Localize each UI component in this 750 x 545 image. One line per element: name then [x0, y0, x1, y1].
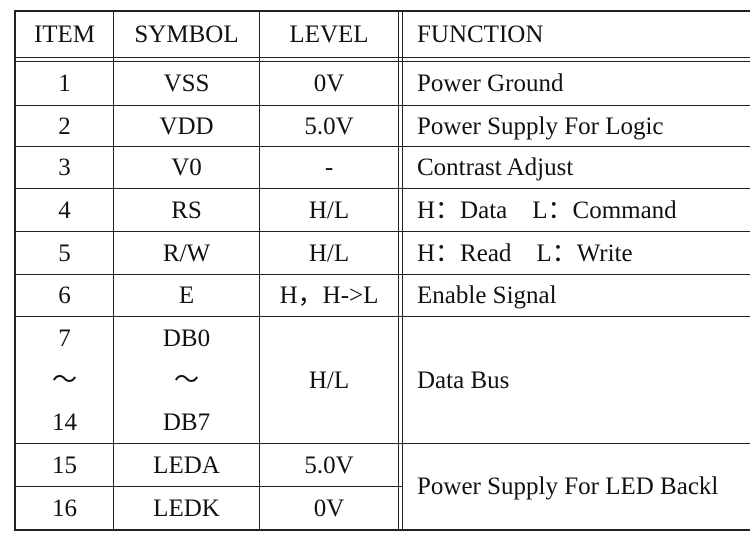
cell-item: 6	[58, 282, 71, 309]
column-divider	[398, 10, 399, 531]
cell-function: Power Supply For LED Backl	[417, 473, 719, 500]
cell-item-end: 14	[52, 408, 77, 436]
cell-item-range: ～	[51, 366, 77, 394]
table-left-border	[14, 10, 16, 531]
row-divider	[14, 274, 750, 275]
cell-item: 4	[58, 196, 71, 224]
pin-table: ITEM SYMBOL LEVEL FUNCTION 1 VSS 0V Powe…	[12, 8, 750, 534]
cell-item-start: 7	[58, 324, 71, 352]
row-divider	[14, 146, 750, 147]
cell-item: 2	[58, 112, 71, 140]
cell-level: H/L	[308, 366, 350, 394]
cell-symbol: RS	[171, 196, 202, 224]
cell-symbol: E	[178, 282, 195, 309]
row-divider	[14, 105, 750, 106]
cell-item: 1	[58, 70, 71, 97]
row-divider	[14, 231, 750, 232]
header-function: FUNCTION	[417, 21, 544, 48]
cell-function: Data Bus	[417, 366, 510, 394]
column-divider	[259, 10, 260, 531]
cell-symbol: VSS	[163, 70, 210, 97]
header-level: LEVEL	[289, 21, 369, 48]
cell-symbol: V0	[171, 154, 202, 181]
cell-symbol-end: DB7	[162, 408, 211, 436]
header-divider-2	[14, 61, 750, 62]
cell-function: Contrast Adjust	[417, 154, 574, 181]
table-bottom-border	[14, 529, 750, 531]
cell-symbol: LEDK	[153, 494, 220, 522]
cell-item: 15	[52, 451, 77, 479]
cell-level: 0V	[313, 494, 345, 522]
cell-function: H：Read L：Write	[417, 239, 633, 267]
cell-symbol-range: ～	[173, 366, 199, 394]
header-divider-1	[14, 57, 750, 58]
cell-function: Enable Signal	[417, 282, 557, 309]
row-divider	[14, 443, 750, 444]
cell-level: 0V	[313, 70, 345, 97]
cell-item: 16	[52, 494, 77, 522]
cell-level: H，H->L	[279, 282, 379, 309]
cell-symbol: R/W	[162, 239, 211, 267]
cell-symbol: VDD	[159, 112, 214, 140]
cell-function: Power Ground	[417, 70, 564, 97]
cell-level: 5.0V	[304, 451, 354, 479]
column-divider	[402, 10, 403, 531]
cell-function: Power Supply For Logic	[417, 112, 664, 140]
column-divider	[113, 10, 114, 531]
row-divider	[14, 316, 750, 317]
cell-function: H：Data L：Command	[417, 196, 677, 224]
cell-level: H/L	[308, 239, 350, 267]
cell-level: 5.0V	[304, 112, 354, 140]
header-item: ITEM	[33, 21, 96, 48]
cell-symbol-start: DB0	[162, 324, 211, 352]
header-symbol: SYMBOL	[134, 21, 239, 48]
cell-level: H/L	[308, 196, 350, 224]
row-divider	[14, 188, 750, 189]
cell-symbol: LEDA	[153, 451, 220, 479]
cell-item: 3	[58, 154, 71, 181]
cell-level: -	[324, 154, 334, 181]
cell-item: 5	[58, 239, 71, 267]
row-divider-partial	[14, 486, 402, 487]
table-top-border	[14, 10, 750, 12]
